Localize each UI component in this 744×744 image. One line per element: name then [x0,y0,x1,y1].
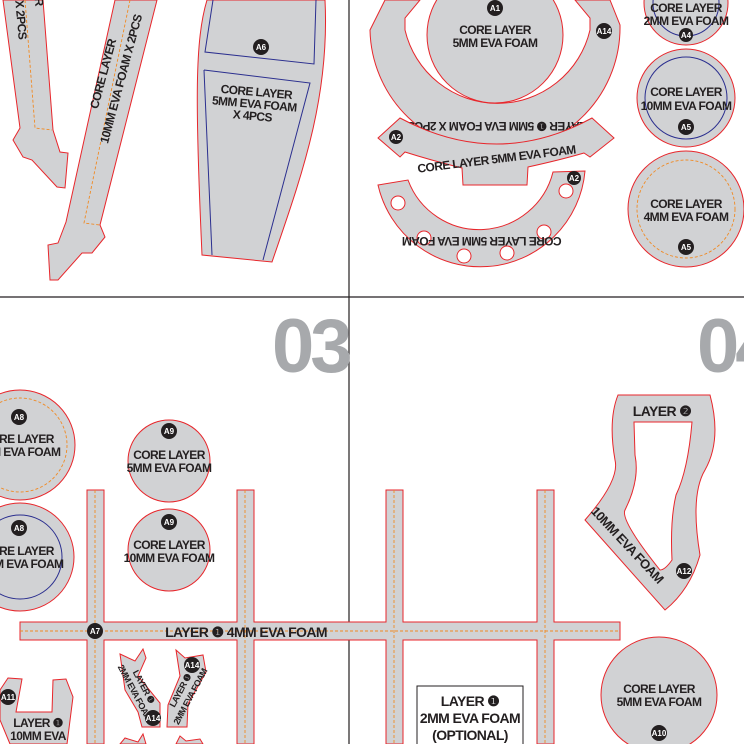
a5a-label-2: 10MM EVA FOAM [641,99,732,113]
a10-label-1: CORE LAYER [623,682,696,696]
a2-badge-half: A2 [567,171,581,185]
a9a-badge: A9 [161,423,177,439]
svg-text:A2: A2 [569,174,580,183]
strip-left-label-1: R [32,0,47,7]
a1-label-1: CORE LAYER [459,23,532,37]
a9-piece-5mm: A9 CORE LAYER 5MM EVA FOAM [127,419,213,503]
a11-label-1: LAYER ❶ [13,716,63,730]
a14-badge-top: A14 [596,23,612,39]
a12-shield-piece: LAYER ❷ 10MM EVA FOAM A12 [584,394,716,611]
a9b-label-1: CORE LAYER [133,538,206,552]
a9a-label-1: CORE LAYER [133,448,206,462]
a8b-badge: A8 [11,520,27,536]
a1-badge: A1 [487,0,503,16]
a5a-label-1: CORE LAYER [650,85,723,99]
a5b-label-2: 4MM EVA FOAM [644,210,729,224]
svg-text:A5: A5 [681,123,692,132]
page-number-03: 03 [272,304,350,389]
svg-text:A4: A4 [681,31,692,40]
a8a-label-2: 4MM EVA FOAM [0,445,61,459]
a5a-badge: A5 [678,119,694,135]
svg-text:A11: A11 [1,693,16,702]
a5-piece-4mm: CORE LAYER 4MM EVA FOAM A5 [627,150,744,268]
a9b-label-2: 10MM EVA FOAM [124,551,215,565]
a9a-label-2: 5MM EVA FOAM [127,461,212,475]
svg-text:A14: A14 [185,661,200,670]
svg-text:A12: A12 [677,567,692,576]
a10-label-2: 5MM EVA FOAM [617,695,702,709]
cross-label: LAYER ❶ 4MM EVA FOAM [165,624,327,640]
a14l-badge: A14 [145,710,161,726]
a11-label-2: 10MM EVA [10,729,67,743]
a1-label-2: 5MM EVA FOAM [453,36,538,50]
a10-badge: A10 [651,725,667,741]
a6-label-3: X 4PCS [232,107,273,124]
a6-label-1: CORE LAYER [220,82,293,102]
a8b-label-1: CORE LAYER [0,544,55,558]
strip-mid-piece: CORE LAYER 10MM EVA FOAM X 2PCS [47,0,158,281]
a14-piece-right: LAYER ❶ 2MM EVA FOAM A14 [166,648,209,728]
svg-text:A8: A8 [14,524,25,533]
optional-note-3: (OPTIONAL) [432,727,508,743]
svg-text:A2: A2 [391,133,402,142]
optional-note-2: 2MM EVA FOAM [420,710,520,726]
svg-text:A14: A14 [597,27,612,36]
svg-text:A9: A9 [164,518,175,527]
a11-piece: A11 LAYER ❶ 10MM EVA [0,677,74,744]
a9-piece-10mm: A9 CORE LAYER 10MM EVA FOAM [124,508,216,592]
partial-piece-left [119,732,147,744]
a7-badge: A7 [87,623,103,639]
svg-text:A10: A10 [652,729,667,738]
strip-left-piece: R X 2PCS [2,0,69,189]
a14-piece-left: LAYER ❶ 2MM EVA FOAM A14 [116,647,161,728]
half-ring-piece: A2 CORE LAYER 5MM EVA FOAM [377,170,586,268]
a6-badge: A6 [253,39,269,55]
optional-note-box: LAYER ❶ 2MM EVA FOAM (OPTIONAL) [416,685,524,744]
a4-label-2: 2MM EVA FOAM [644,14,729,28]
svg-text:A14: A14 [146,714,161,723]
a4-badge: A4 [679,28,693,42]
svg-text:A7: A7 [90,627,101,636]
a4-piece: CORE LAYER 2MM EVA FOAM A4 [643,0,730,46]
a11-badge: A11 [0,689,16,705]
ring-label: LAYER ❶ 5MM EVA FOAM X 2PCS [407,119,586,133]
a8-piece-4mm: A8 CORE LAYER 4MM EVA FOAM [0,389,76,501]
a8b-label-2: 10MM EVA FOAM [0,557,64,571]
a10-piece: CORE LAYER 5MM EVA FOAM A10 [600,636,718,744]
svg-text:A6: A6 [256,43,267,52]
a9b-badge: A9 [161,514,177,530]
a6-piece: A6 CORE LAYER 5MM EVA FOAM X 4PCS [196,0,327,263]
svg-text:A8: A8 [14,413,25,422]
a8a-label-1: CORE LAYER [0,432,55,446]
half-ring-label: CORE LAYER 5MM EVA FOAM [402,234,562,248]
optional-note-1: LAYER ❶ [441,693,499,709]
a4-label-1: CORE LAYER [650,1,723,15]
svg-text:A1: A1 [490,4,501,13]
partial-piece-right [175,735,204,744]
a2-badge-band: A2 [389,130,403,144]
shield-title: LAYER ❷ [633,403,691,419]
a7-cross-piece: A7 LAYER ❶ 4MM EVA FOAM [19,489,621,744]
svg-text:A5: A5 [681,243,692,252]
a12-badge: A12 [676,563,692,579]
a8a-badge: A8 [11,409,27,425]
a5-piece-10mm: CORE LAYER 10MM EVA FOAM A5 [636,48,736,148]
a1-piece: A1 CORE LAYER 5MM EVA FOAM [426,0,564,104]
page-number-04: 04 [697,304,744,389]
a14r-badge: A14 [184,657,200,673]
a5b-badge: A5 [678,239,694,255]
a5b-label-1: CORE LAYER [650,197,723,211]
a8-piece-10mm: A8 CORE LAYER 10MM EVA FOAM [0,502,75,612]
svg-text:A9: A9 [164,427,175,436]
strip-left-label-2: X 2PCS [12,0,29,40]
